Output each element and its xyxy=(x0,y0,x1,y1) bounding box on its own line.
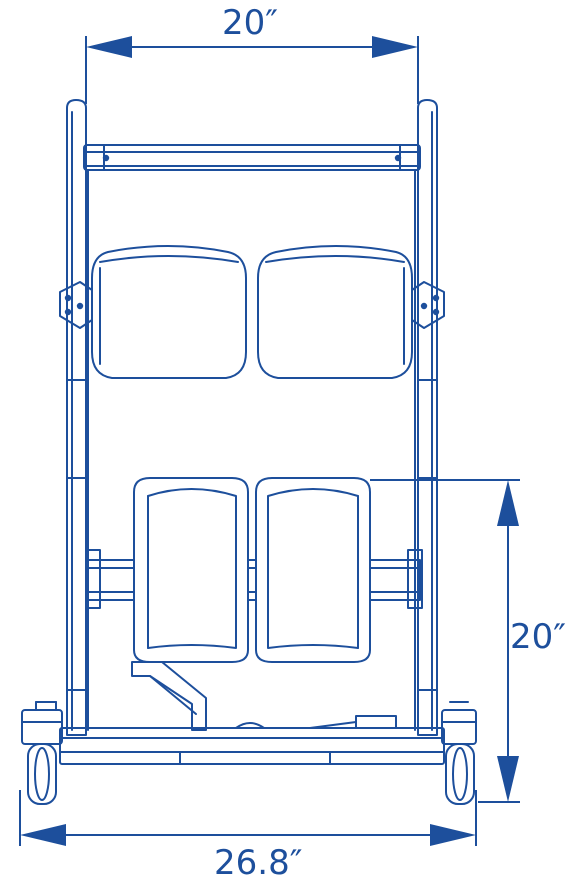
left-upright-post xyxy=(66,99,87,736)
knee-pad-left xyxy=(91,245,247,379)
seat-height-label: 20″ xyxy=(510,617,566,657)
dimension-base-width xyxy=(19,790,477,846)
knee-pad-right xyxy=(257,245,413,379)
top-handle-bar xyxy=(83,144,421,171)
knee-pad-bracket-left xyxy=(59,281,93,329)
caster-right xyxy=(441,701,477,805)
caster-left xyxy=(21,701,63,805)
top-width-label: 20″ xyxy=(222,3,278,43)
dimension-seat-height xyxy=(370,479,520,803)
right-upright-post xyxy=(417,99,438,736)
seat-pad-left xyxy=(133,477,249,663)
lift-linkage-arm xyxy=(131,661,207,731)
base-width-label: 26.8″ xyxy=(214,843,303,883)
knee-pad-bracket-right xyxy=(411,281,445,329)
seat-pad-right xyxy=(255,477,371,663)
base-frame xyxy=(59,715,445,765)
dimension-top-width xyxy=(85,36,419,104)
